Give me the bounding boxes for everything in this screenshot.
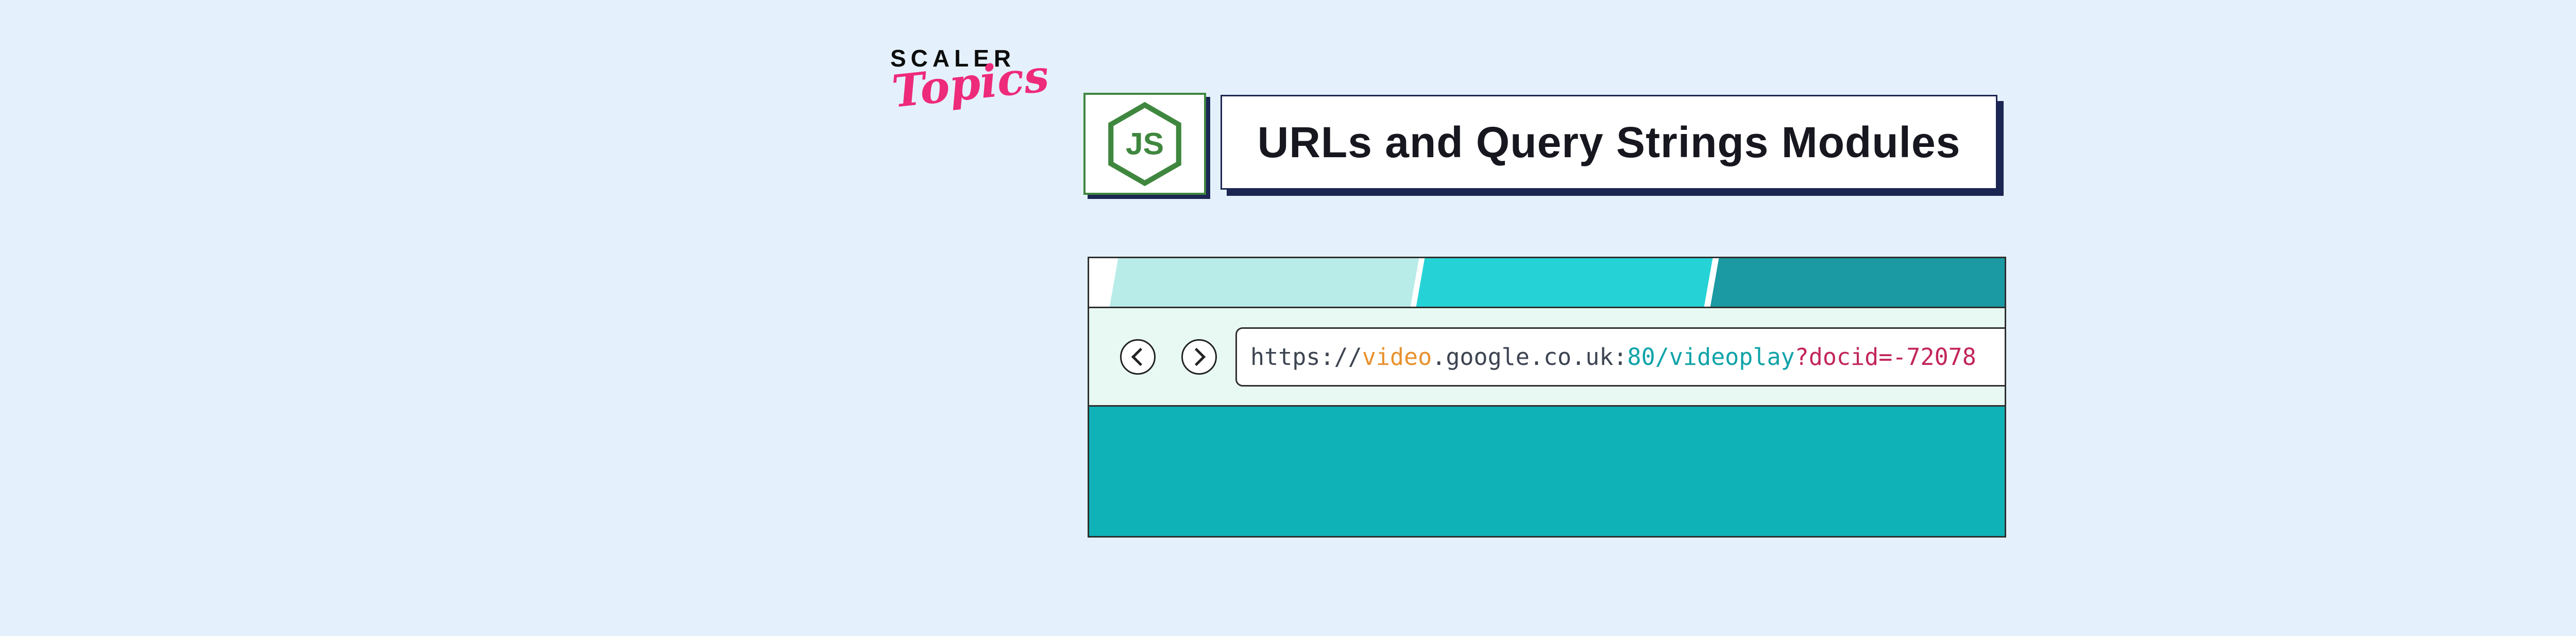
nodejs-icon: JS (1108, 102, 1181, 186)
browser-content (1089, 407, 2005, 536)
browser-tab-2[interactable] (1416, 258, 1713, 307)
browser-tab-3[interactable] (1710, 258, 2005, 307)
browser-window: https://video.google.co.uk:80/videoplay?… (1088, 257, 2006, 538)
nodejs-logo-text: JS (1126, 126, 1164, 161)
address-bar[interactable]: https://video.google.co.uk:80/videoplay?… (1235, 327, 2005, 387)
browser-tab-strip (1089, 258, 2005, 308)
url-segment: google.co.uk (1446, 343, 1614, 371)
url-segment: :// (1320, 343, 1362, 371)
url-segment: /videoplay (1655, 343, 1795, 371)
back-button[interactable] (1120, 339, 1156, 375)
url-segment: video (1362, 343, 1432, 371)
page-title: URLs and Query Strings Modules (1257, 118, 1961, 166)
browser-nav-bar: https://video.google.co.uk:80/videoplay?… (1089, 308, 2005, 407)
url-segment: ?docid=-72078 (1794, 343, 1976, 371)
nodejs-badge: JS (1083, 93, 1206, 195)
title-card: URLs and Query Strings Modules (1221, 95, 1997, 190)
url-segment: . (1432, 343, 1446, 371)
url-text: https://video.google.co.uk:80/videoplay?… (1250, 343, 1976, 371)
url-segment: : (1613, 343, 1628, 371)
brand-logo: SCALER Topics (890, 44, 1052, 118)
forward-button[interactable] (1181, 339, 1217, 375)
url-segment: 80 (1627, 343, 1655, 371)
browser-tab-1[interactable] (1109, 258, 1419, 307)
chevron-right-icon (1187, 347, 1206, 366)
chevron-left-icon (1131, 347, 1150, 366)
brand-primary: SCALER (890, 45, 1016, 72)
url-segment: https (1250, 343, 1320, 371)
